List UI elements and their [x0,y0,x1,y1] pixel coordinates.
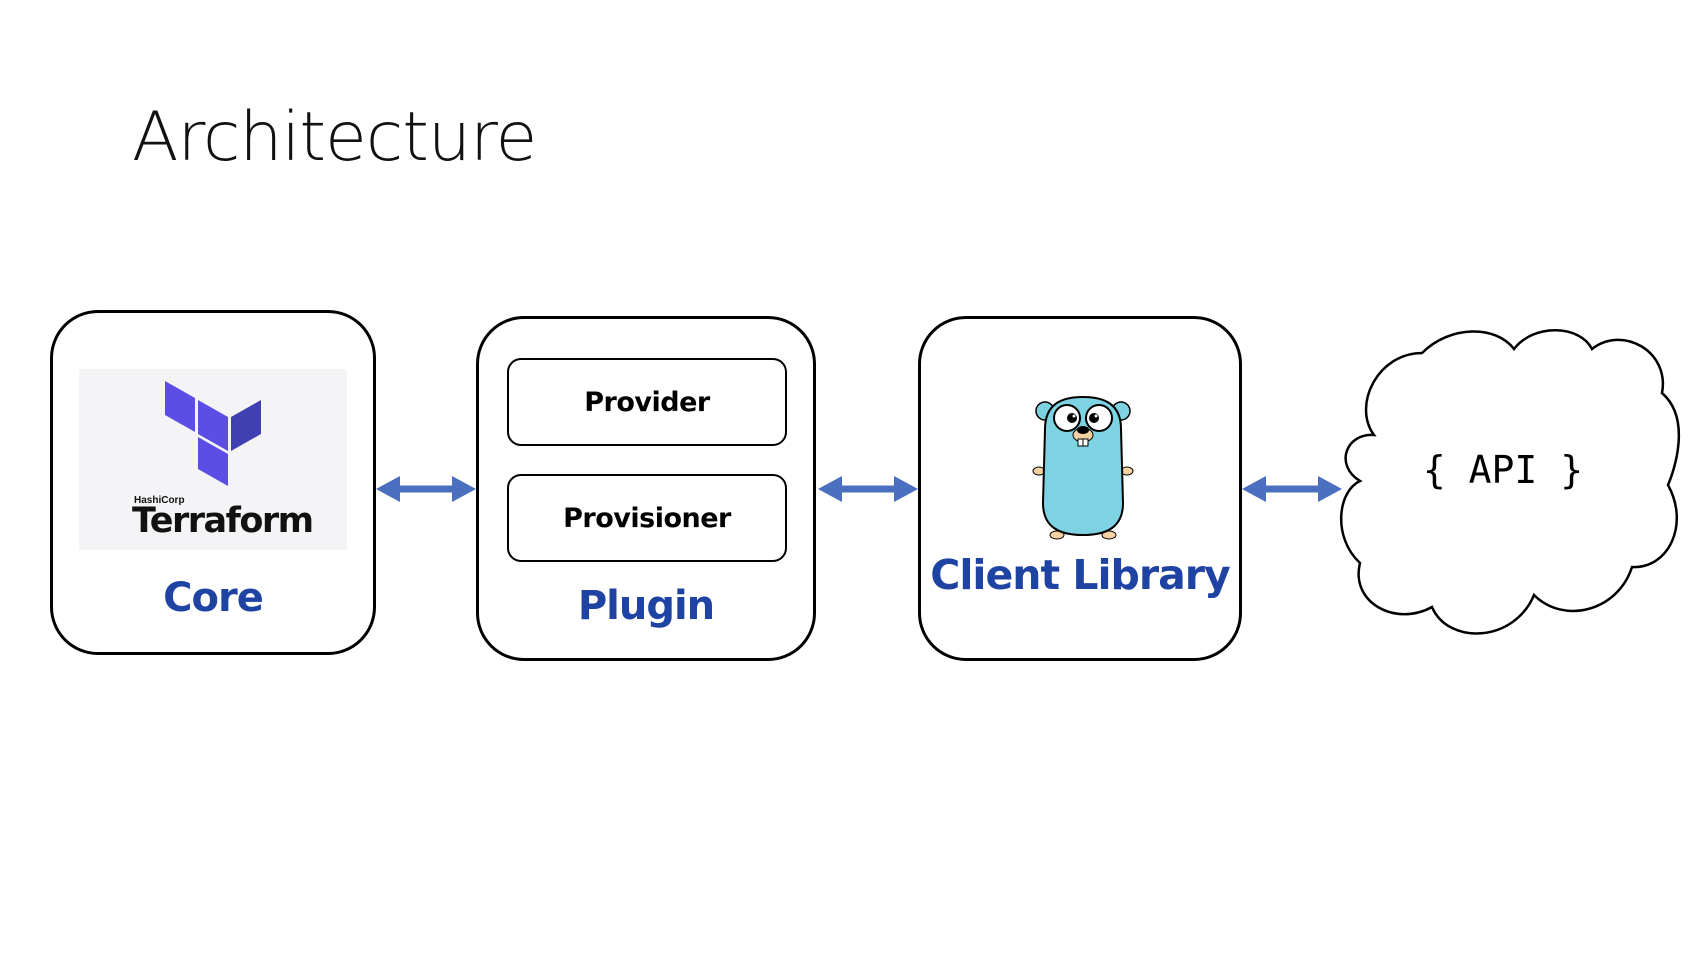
double-arrow-core-plugin [376,476,476,502]
core-label: Core [163,575,264,621]
provider-box: Provider [507,358,787,446]
double-arrow-plugin-client [818,476,918,502]
plugin-label: Plugin [577,583,715,629]
terraform-logo-icon [165,381,261,486]
client-library-box: Client Library [918,316,1242,661]
double-arrow-client-api [1242,476,1342,502]
terraform-logo: HashiCorp Terraform [79,369,347,550]
logo-product-text: Terraform [132,501,314,541]
core-box: HashiCorp Terraform Core [50,310,376,655]
plugin-box: Provider Provisioner Plugin [476,316,816,661]
api-label: { API } [1422,448,1584,492]
cloud-icon [1339,329,1681,635]
provisioner-box: Provisioner [507,474,787,562]
go-gopher-icon [1032,395,1134,540]
client-library-label: Client Library [930,551,1230,599]
slide-title: Architecture [132,98,537,177]
logo-company-text: HashiCorp [134,495,185,506]
